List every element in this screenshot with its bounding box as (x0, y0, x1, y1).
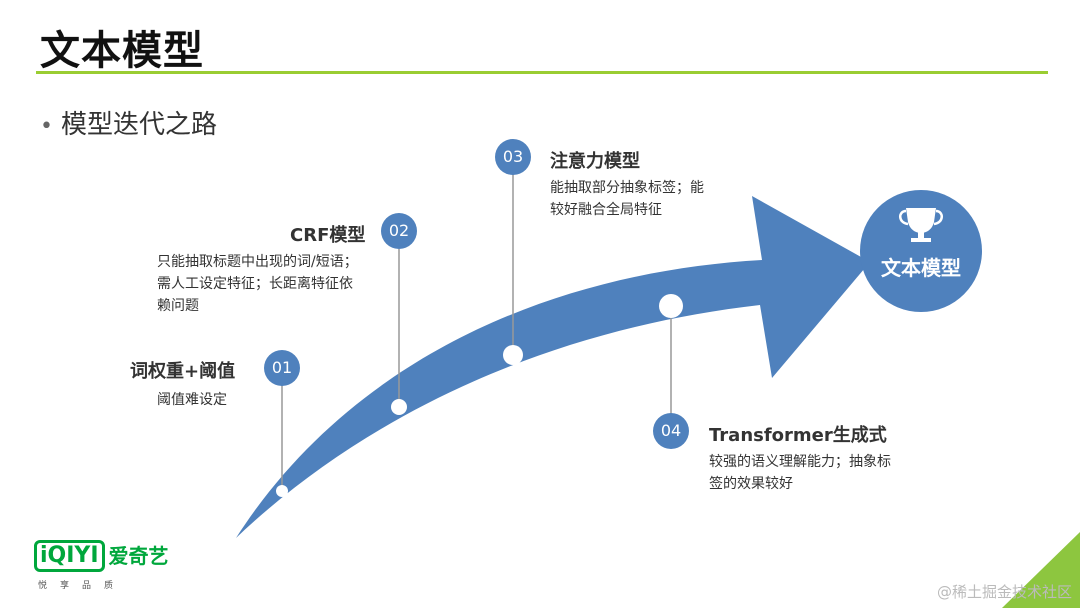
goal-circle (860, 190, 982, 312)
milestone-dot-02 (391, 399, 407, 415)
stage-desc-line: 能抽取部分抽象标签；能 (550, 180, 704, 196)
watermark: @稀土掘金技术社区 (936, 583, 1072, 601)
bullet-text: 模型迭代之路 (60, 110, 217, 140)
stage-desc-line: 签的效果较好 (709, 476, 793, 492)
number-circle-03 (495, 139, 531, 175)
milestone-dot-01 (276, 485, 288, 497)
stage-desc-line: 只能抽取标题中出现的词/短语； (157, 254, 358, 270)
stage-desc-line: 阈值难设定 (157, 392, 227, 408)
number-circle-01 (264, 350, 300, 386)
logo-slogan: 悦享品质 (38, 581, 127, 591)
progress-arrow (236, 196, 870, 538)
stage-desc-line: 较强的语义理解能力；抽象标 (709, 454, 891, 470)
corner-decoration (1002, 532, 1080, 608)
stage-title-04: Transformer生成式 (709, 425, 887, 446)
milestone-dot-03 (503, 345, 523, 365)
title-divider (36, 71, 1048, 74)
number-circle-04 (653, 413, 689, 449)
stage-desc-03: 能抽取部分抽象标签；能 较好融合全局特征 (550, 177, 704, 221)
stage-desc-01: 阈值难设定 (157, 389, 227, 411)
stage-desc-line: 较好融合全局特征 (550, 202, 662, 218)
bullet-dot: • (40, 114, 53, 139)
stage-title-03: 注意力模型 (550, 151, 640, 172)
milestone-dot-04 (659, 294, 683, 318)
goal-label: 文本模型 (881, 256, 961, 280)
stage-title-02: CRF模型 (290, 225, 366, 246)
stage-desc-line: 赖问题 (157, 298, 199, 314)
stage-desc-04: 较强的语义理解能力；抽象标 签的效果较好 (709, 451, 891, 495)
stage-desc-02: 只能抽取标题中出现的词/短语； 需人工设定特征；长距离特征依 赖问题 (157, 251, 358, 317)
logo-name: 爱奇艺 (108, 544, 169, 568)
stage-title-01: 词权重+阈值 (130, 361, 236, 382)
trophy-icon (899, 208, 943, 242)
logo-mark: iQIYI (34, 540, 105, 572)
bullet-point: • 模型迭代之路 (40, 104, 217, 141)
number-circle-02 (381, 213, 417, 249)
stage-number-01: 01 (271, 358, 293, 377)
stage-number-04: 04 (660, 421, 682, 440)
stage-number-02: 02 (388, 221, 410, 240)
stage-number-03: 03 (502, 147, 524, 166)
stage-desc-line: 需人工设定特征；长距离特征依 (157, 276, 353, 292)
page-title: 文本模型 (40, 28, 204, 74)
